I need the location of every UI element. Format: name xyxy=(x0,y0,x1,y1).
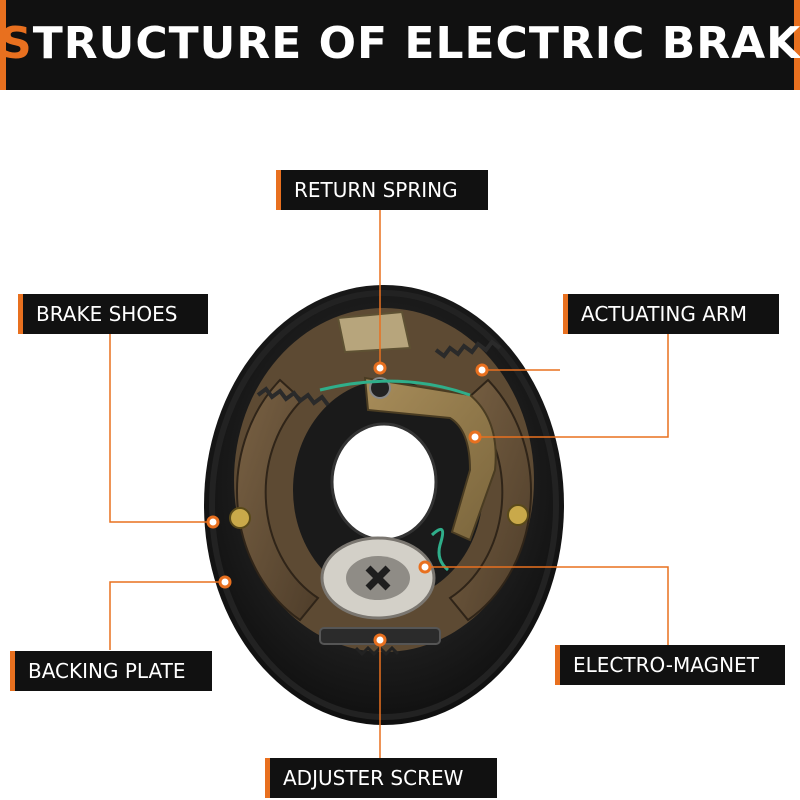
header-accent-left xyxy=(0,0,6,90)
electro-magnet-cross xyxy=(365,565,391,591)
title-first-letter: S xyxy=(0,18,33,69)
callout-dot-icon xyxy=(206,515,220,529)
adjuster-bolt-right xyxy=(507,504,529,526)
callout-dot-icon xyxy=(373,633,387,647)
line-actuating-arm xyxy=(475,332,669,438)
brake-shoe-right xyxy=(448,378,532,622)
callout-dot-icon xyxy=(418,560,432,574)
adjuster-spring xyxy=(354,645,400,657)
title-rest: TRUCTURE OF ELECTRIC BRAKE xyxy=(32,18,800,69)
label-actuating-arm: ACTUATING ARM xyxy=(563,294,779,334)
line-electro-magnet xyxy=(425,566,669,645)
center-hole xyxy=(330,422,438,542)
line-brake-shoes xyxy=(109,332,213,523)
line-backing-plate xyxy=(109,581,225,650)
label-return-spring: RETURN SPRING xyxy=(276,170,488,210)
label-electro-magnet: ELECTRO-MAGNET xyxy=(555,645,785,685)
adjuster-bolt-left xyxy=(229,507,251,529)
label-adjuster-screw: ADJUSTER SCREW xyxy=(265,758,497,798)
callout-dot-icon xyxy=(475,363,489,377)
backing-plate-rim xyxy=(209,290,559,720)
wire-upper xyxy=(319,379,471,397)
return-spring-right xyxy=(434,339,502,359)
return-spring-left xyxy=(256,386,330,407)
anchor-plate xyxy=(336,310,412,354)
callout-lines xyxy=(109,204,669,758)
label-brake-shoes: BRAKE SHOES xyxy=(18,294,208,334)
brake-shoe-left xyxy=(236,378,320,622)
wire-lower xyxy=(430,527,450,572)
callout-dot-icon xyxy=(218,575,232,589)
actuating-arm-shape xyxy=(363,376,497,542)
page-title: STRUCTURE OF ELECTRIC BRAKE xyxy=(0,18,800,69)
callout-dot-icon xyxy=(468,430,482,444)
header-bar: STRUCTURE OF ELECTRIC BRAKE xyxy=(0,0,800,90)
label-backing-plate: BACKING PLATE xyxy=(10,651,212,691)
callout-dot-icon xyxy=(373,361,387,375)
header-accent-right xyxy=(794,0,800,90)
